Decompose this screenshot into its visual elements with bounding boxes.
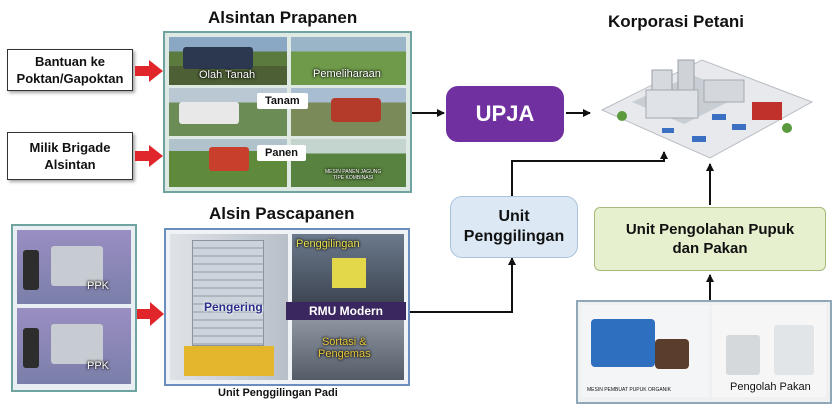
arrow-penggilingan-to-korporasi — [511, 151, 668, 196]
upja-box: UPJA — [446, 86, 564, 142]
pascapanen-panel: Pengering Penggilingan Sortasi & Pengema… — [164, 228, 410, 386]
factory-illustration — [600, 59, 814, 159]
label-pengolah-pakan: Pengolah Pakan — [730, 381, 811, 393]
photo-tanam-tractor — [291, 88, 406, 136]
unit-penggilingan-box: Unit Penggilingan — [450, 196, 578, 258]
rmu-label: RMU Modern — [286, 302, 406, 320]
label-panen: Panen — [257, 145, 307, 161]
ppk-panel: PPK PPK — [11, 224, 137, 392]
korporasi-title: Korporasi Petani — [608, 12, 745, 31]
photo-mesin-jagung: MESIN PANEN JAGUNG TIPE KOMBINASI — [291, 139, 406, 187]
photo-sortasi: Sortasi & Pengemas — [292, 318, 404, 380]
label-mesin-jagung: MESIN PANEN JAGUNG TIPE KOMBINASI — [325, 169, 382, 181]
pascapanen-title: Alsin Pascapanen — [209, 204, 355, 223]
prapanen-panel: Olah Tanah Pemeliharaan Tanam MESIN PANE… — [163, 31, 412, 193]
pascapanen-caption: Unit Penggilingan Padi — [218, 387, 338, 399]
red-arrow-ppk — [136, 302, 164, 326]
photo-pengolah-pakan: Pengolah Pakan — [712, 305, 826, 397]
label-sortasi: Sortasi & Pengemas — [318, 336, 371, 360]
photo-pengering: Pengering — [170, 234, 288, 380]
photo-pemeliharaan: Pemeliharaan — [291, 37, 406, 85]
arrow-rmu-to-penggilingan — [406, 257, 516, 313]
label-penggilingan: Penggilingan — [296, 238, 360, 250]
bantuan-box: Bantuan ke Poktan/Gapoktan — [7, 49, 133, 91]
red-arrow-bantuan — [135, 60, 163, 82]
machines-panel: MESIN PEMBUAT PUPUK ORGANIK Pengolah Pak… — [576, 300, 832, 404]
label-pengering: Pengering — [204, 300, 263, 314]
red-arrow-milik — [135, 145, 163, 167]
photo-olah-tanah: Olah Tanah — [169, 37, 287, 85]
label-ppk-1: PPK — [87, 280, 110, 292]
milik-brigade-box: Milik Brigade Alsintan — [7, 132, 133, 180]
photo-mesin-pupuk: MESIN PEMBUAT PUPUK ORGANIK — [581, 305, 709, 397]
photo-ppk-1: PPK — [17, 230, 131, 304]
label-tanam: Tanam — [257, 93, 308, 109]
label-pemeliharaan: Pemeliharaan — [313, 68, 381, 80]
label-olah-tanah: Olah Tanah — [199, 69, 256, 81]
photo-ppk-2: PPK — [17, 308, 131, 384]
label-ppk-2: PPK — [87, 360, 110, 372]
prapanen-title: Alsintan Prapanen — [208, 8, 358, 27]
photo-penggilingan: Penggilingan — [292, 234, 404, 302]
unit-pengolahan-box: Unit Pengolahan Pupuk dan Pakan — [594, 207, 826, 271]
label-mesin-pupuk: MESIN PEMBUAT PUPUK ORGANIK — [587, 387, 671, 393]
